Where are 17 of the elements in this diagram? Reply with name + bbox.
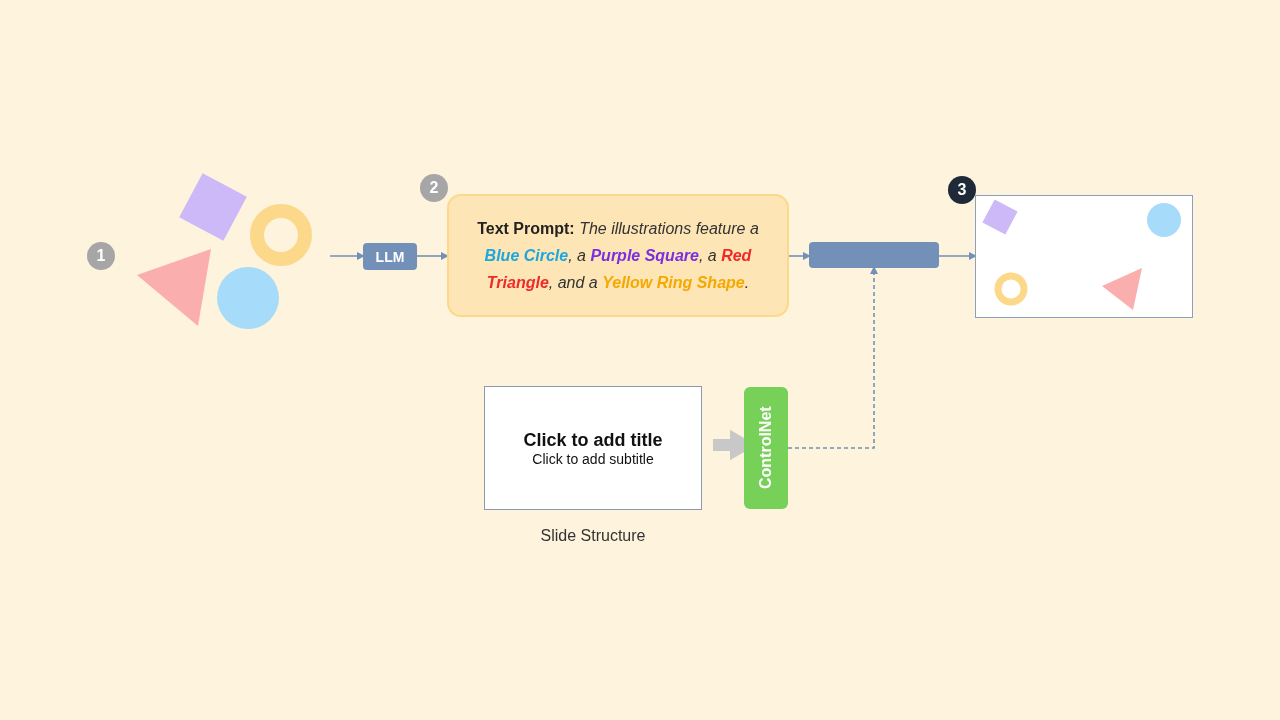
model-tag: ControlNet: [744, 387, 788, 509]
process-tag: LLM: [363, 243, 417, 270]
step-number-badge: 1: [87, 242, 115, 270]
step-number-badge: 2: [420, 174, 448, 202]
prompt-text: Text Prompt: The illustrations feature a Blue Circle, a Purple Square, a Red Triangle, and a Yellow Ring Shape.: [476, 219, 760, 293]
arrow: [788, 252, 811, 260]
prompt-card: [447, 194, 789, 317]
arrow: [938, 252, 977, 260]
node-label: Slide Structure: [539, 527, 647, 545]
process-box: [809, 242, 939, 268]
slide-card: [484, 386, 702, 510]
arrow: [329, 252, 365, 260]
arrow: [416, 252, 449, 260]
slide-subtitle: Click to add subtitle: [532, 450, 654, 467]
dashed-arrow: [787, 266, 878, 449]
slide-title: Click to add title: [523, 429, 663, 451]
step-number-badge: 3: [948, 176, 976, 204]
